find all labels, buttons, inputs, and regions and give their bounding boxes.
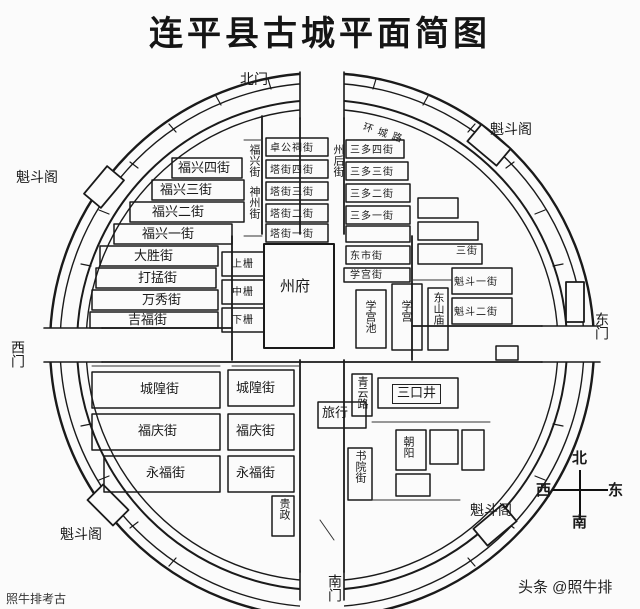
prefecture-office-label: 州府 xyxy=(280,277,311,295)
compass-south: 南 xyxy=(572,513,588,531)
vertical-chaoyang: 朝阳 xyxy=(402,436,415,458)
west-street-blocks xyxy=(89,157,295,537)
west-gate-label: 西门 xyxy=(9,340,25,368)
east-gate-opening xyxy=(542,326,604,362)
east-street-blocks xyxy=(317,139,519,501)
street-jifu: 吉福街 xyxy=(128,313,168,328)
street-sankou: 三口井 xyxy=(392,384,442,404)
street-fuqing-center: 福庆街 xyxy=(236,424,276,439)
gate-zhonghe-label: 中栅 xyxy=(232,287,254,298)
street-kuidou1: 魁斗一街 xyxy=(454,277,498,288)
vertical-qingliu: 青云路 xyxy=(356,376,369,409)
compass-north: 北 xyxy=(572,449,588,467)
street-chenghuang-center: 城隍街 xyxy=(236,381,276,396)
street-fuxing4: 福兴四街 xyxy=(178,161,231,176)
tower-block-sw xyxy=(86,483,130,527)
vertical-zhouhou: 州后街 xyxy=(332,144,345,177)
street-zhuogong: 卓公祠街 xyxy=(270,143,314,154)
street-ganjie4: 塔街四街 xyxy=(270,165,314,176)
south-gate-opening xyxy=(300,572,344,609)
tower-label-nw: 魁斗阁 xyxy=(16,170,58,186)
tower-label-sw: 魁斗阁 xyxy=(60,527,102,543)
vertical-dongshan: 东山庙 xyxy=(432,292,445,325)
street-xueshi: 学宫街 xyxy=(350,270,383,281)
street-fuqing-west: 福庆街 xyxy=(138,424,178,439)
map-title: 连平县古城平面简图 xyxy=(149,14,491,54)
tower-block-se xyxy=(472,503,518,547)
north-gate-opening xyxy=(300,68,344,118)
street-dasheng: 大胜街 xyxy=(134,249,174,264)
gate-shanghe-label: 上栅 xyxy=(232,259,254,270)
street-sanduo3: 三多三街 xyxy=(350,167,394,178)
street-sanduo1: 三多一街 xyxy=(350,211,394,222)
street-chenghuang-west: 城隍街 xyxy=(140,382,180,397)
compass-west: 西 xyxy=(536,481,552,499)
inner-north-blocks xyxy=(265,137,329,243)
tower-label-se: 魁斗阁 xyxy=(470,503,512,519)
vertical-xuegong-pool: 学宫池 xyxy=(364,300,377,333)
compass-east: 东 xyxy=(608,481,624,499)
street-zhuxing: 旅行 xyxy=(322,406,349,421)
tower-block-e xyxy=(565,281,585,323)
footer-left-watermark: 照牛排考古 xyxy=(6,592,67,606)
street-dongbang: 打掹街 xyxy=(138,271,178,286)
street-dongshi: 东市街 xyxy=(350,251,383,262)
street-yongfu-center: 永福街 xyxy=(236,466,276,481)
street-ganjie1: 塔街一街 xyxy=(270,229,314,240)
vertical-xuegong: 学宫 xyxy=(400,300,413,322)
street-fangxiang: 万秀街 xyxy=(142,293,182,308)
south-gate-label: 南门 xyxy=(326,574,342,602)
street-kuidou2: 魁斗二街 xyxy=(454,307,498,318)
street-sanduo4: 三多四街 xyxy=(350,145,394,156)
footer-right-watermark: 头条 @照牛排 xyxy=(518,579,613,596)
street-ganjie2: 塔街二街 xyxy=(270,209,314,220)
tower-block-nw xyxy=(83,165,125,209)
vertical-fuxing: 福兴街 xyxy=(248,144,261,177)
tower-block-ne xyxy=(466,123,512,167)
north-gate-label: 北门 xyxy=(240,72,268,88)
prefecture-office-block xyxy=(263,243,335,349)
tower-label-ne: 魁斗阁 xyxy=(490,122,532,138)
street-sanjie: 三街 xyxy=(456,246,478,257)
street-ganjie3: 塔街三街 xyxy=(270,187,314,198)
street-yongfu-west: 永福街 xyxy=(146,466,186,481)
vertical-guizheng: 贵政 xyxy=(278,498,291,520)
compass-cross xyxy=(552,470,608,520)
gate-xiahe-label: 下栅 xyxy=(232,315,254,326)
street-fuxing1: 福兴一街 xyxy=(142,227,195,242)
street-fuxing2: 福兴二街 xyxy=(152,205,205,220)
vertical-shuyuan: 书院街 xyxy=(354,450,367,483)
street-fuxing3: 福兴三街 xyxy=(160,183,213,198)
east-gate-label: 东门 xyxy=(593,312,609,340)
street-sanduo2: 三多二街 xyxy=(350,189,394,200)
west-gate-opening xyxy=(40,328,102,362)
vertical-shenzhou: 神州街 xyxy=(248,186,261,219)
